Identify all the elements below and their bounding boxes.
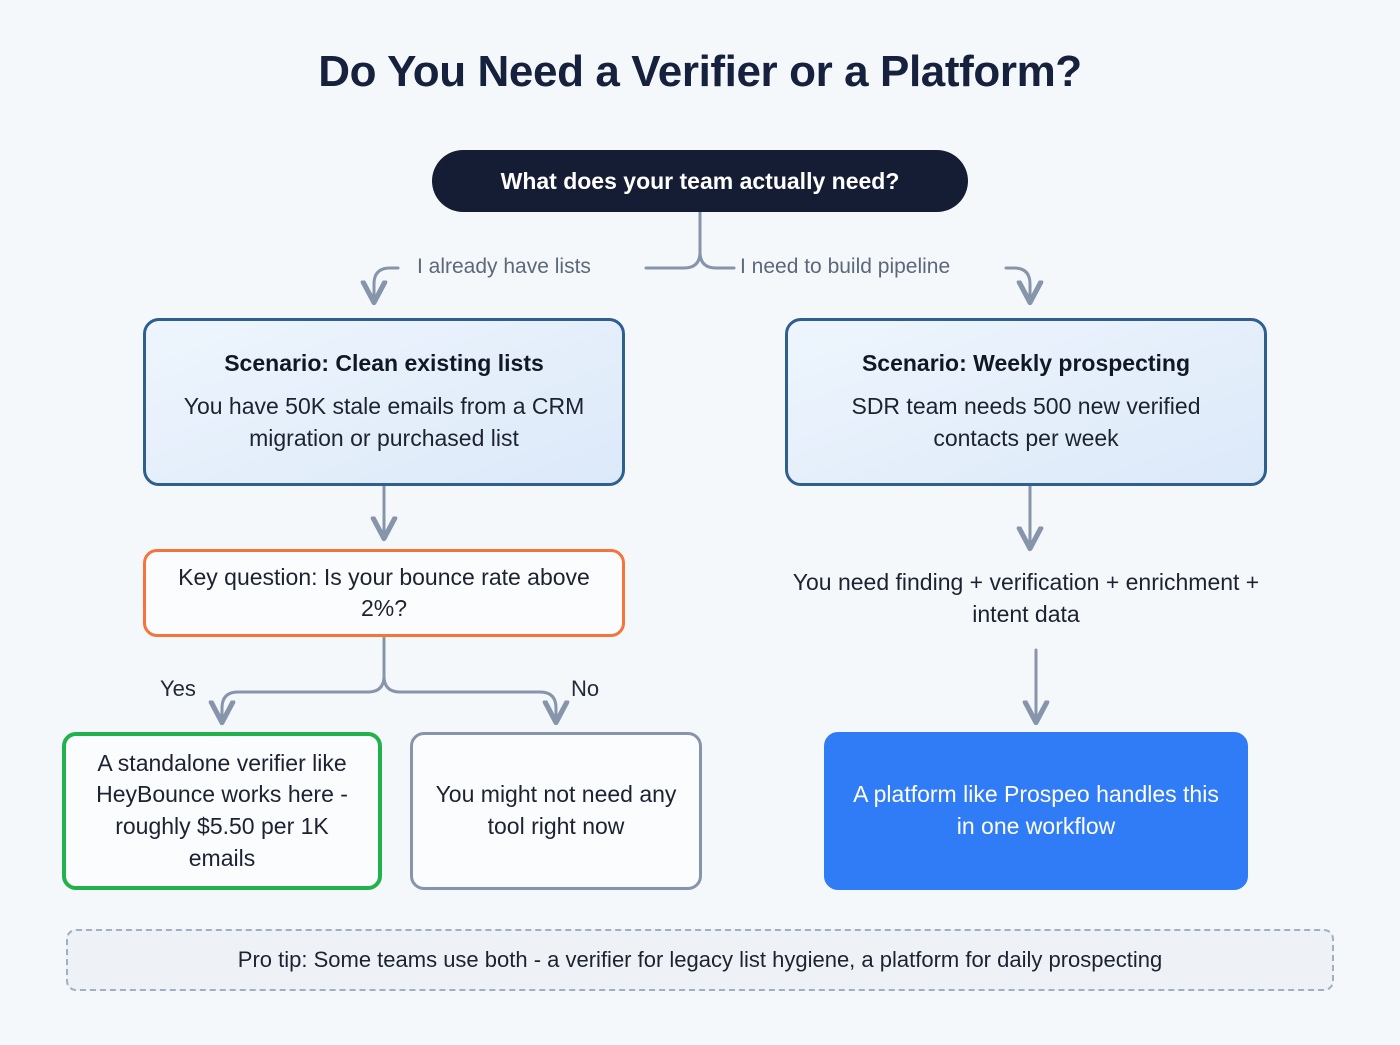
scenario-left-body: You have 50K stale emails from a CRM mig… xyxy=(183,393,585,451)
edge-label-i-already-have-lists: I already have lists xyxy=(417,255,591,278)
edge-key-question-no xyxy=(382,674,556,716)
edge-key-question-yes xyxy=(222,674,386,716)
key-question-node[interactable]: Key question: Is your bounce rate above … xyxy=(143,549,625,637)
outcome-node-platform-prospeo[interactable]: A platform like Prospeo handles this in … xyxy=(824,732,1248,890)
scenario-right-body: SDR team needs 500 new verified contacts… xyxy=(851,393,1201,451)
edge-to-scenario-right xyxy=(1004,266,1030,296)
outcome-gray-label: You might not need any tool right now xyxy=(435,781,677,839)
edge-label-yes: Yes xyxy=(160,676,196,701)
scenario-node-clean-existing-lists[interactable]: Scenario: Clean existing lists You have … xyxy=(143,318,625,486)
scenario-node-weekly-prospecting[interactable]: Scenario: Weekly prospecting SDR team ne… xyxy=(785,318,1267,486)
outcome-node-standalone-verifier[interactable]: A standalone verifier like HeyBounce wor… xyxy=(62,732,382,890)
edge-label-i-need-to-build-pipeline: I need to build pipeline xyxy=(740,255,951,278)
edge-root-split-left xyxy=(644,250,702,270)
key-question-label: Key question: Is your bounce rate above … xyxy=(178,563,590,621)
edge-label-no: No xyxy=(571,676,600,701)
scenario-right-title: Scenario: Weekly prospecting xyxy=(861,350,1191,377)
outcome-node-no-tool-needed[interactable]: You might not need any tool right now xyxy=(410,732,702,890)
pro-tip-label: Pro tip: Some teams use both - a verifie… xyxy=(237,947,1163,972)
scenario-left-title: Scenario: Clean existing lists xyxy=(224,350,544,377)
root-question-node[interactable]: What does your team actually need? xyxy=(432,150,968,212)
edge-to-scenario-left xyxy=(374,266,400,296)
root-question-label: What does your team actually need? xyxy=(500,167,900,194)
outcome-green-label: A standalone verifier like HeyBounce wor… xyxy=(96,749,348,871)
needs-summary-text: You need finding + verification + enrich… xyxy=(785,558,1267,638)
edge-root-split-right xyxy=(698,250,736,270)
outcome-blue-label: A platform like Prospeo handles this in … xyxy=(853,781,1219,839)
pro-tip-banner: Pro tip: Some teams use both - a verifie… xyxy=(66,929,1334,991)
page-title: Do You Need a Verifier or a Platform? xyxy=(318,47,1082,96)
needs-summary-label: You need finding + verification + enrich… xyxy=(792,568,1260,627)
